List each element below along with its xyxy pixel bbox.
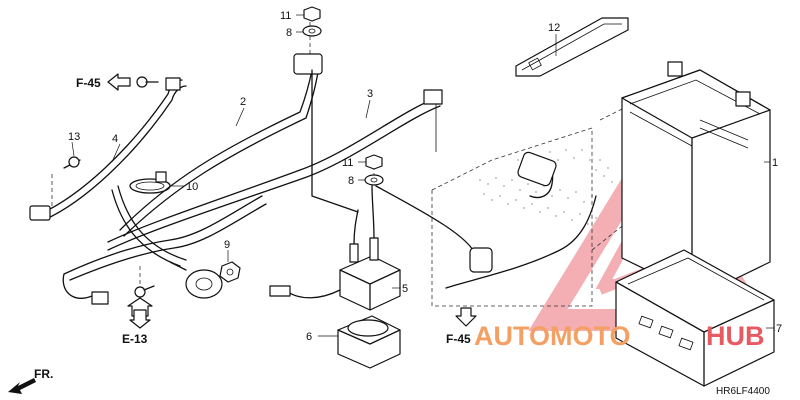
watermark-text-hub: HUB xyxy=(706,321,765,351)
bolt-13 xyxy=(63,156,81,169)
nut-9 xyxy=(219,261,241,283)
callout-11-mid: 11 xyxy=(342,157,353,169)
watermark-text-automoto: AUTOMOTO xyxy=(474,321,631,351)
ref-front: FR. xyxy=(34,367,53,381)
callout-1: 1 xyxy=(772,157,778,169)
callout-6: 6 xyxy=(306,331,312,343)
positive-cable-boot xyxy=(517,151,557,187)
callout-8-mid: 8 xyxy=(348,175,354,187)
relay-cables xyxy=(311,69,597,289)
cable-4-terminal xyxy=(29,205,51,221)
cable-2 xyxy=(119,53,323,237)
relay-cable-boot xyxy=(469,247,493,273)
callout-7: 7 xyxy=(776,323,782,335)
ref-f45-left: F-45 xyxy=(76,76,101,90)
leader-lines xyxy=(71,14,774,337)
cable-4-clip xyxy=(165,77,181,91)
arrow-left-f45 xyxy=(107,73,131,91)
cable-band xyxy=(129,171,171,194)
harness-3 xyxy=(107,89,443,251)
cable-boot-top xyxy=(293,53,323,75)
washer-8-top xyxy=(302,25,322,37)
ref-e13: E-13 xyxy=(122,332,148,346)
relay-cover xyxy=(337,315,401,369)
bolt-upper-left xyxy=(136,76,159,88)
lower-terminal xyxy=(91,291,109,305)
washer-8-mid xyxy=(364,174,384,186)
bolt-lower-left xyxy=(134,285,155,298)
arrow-down-e13-fix xyxy=(129,309,151,329)
callout-5: 5 xyxy=(402,283,408,295)
relay-connector xyxy=(269,285,291,297)
front-arrow-icon xyxy=(8,378,36,394)
lower-harness xyxy=(62,185,267,305)
arrow-down-f45 xyxy=(455,307,477,327)
callout-9: 9 xyxy=(224,239,230,251)
battery-tray xyxy=(615,249,775,387)
battery-terminal-negative xyxy=(667,61,683,77)
callout-12: 12 xyxy=(548,22,560,34)
callout-11-top: 11 xyxy=(280,10,291,22)
ref-f45-bottom: F-45 xyxy=(446,332,471,346)
callout-4: 4 xyxy=(112,133,118,145)
battery-terminal-positive xyxy=(735,91,751,107)
callout-2: 2 xyxy=(240,96,246,108)
callout-3: 3 xyxy=(367,88,373,100)
callout-13: 13 xyxy=(68,131,80,143)
starter-relay xyxy=(269,185,401,311)
battery-strap xyxy=(515,17,629,77)
main-fuse-terminal xyxy=(169,261,223,299)
callout-8-top: 8 xyxy=(286,27,292,39)
callout-10: 10 xyxy=(186,181,198,193)
battery xyxy=(621,61,771,297)
harness-clip-3 xyxy=(423,89,443,105)
cable-4 xyxy=(29,77,187,221)
drawing-code: HR6LF4400 xyxy=(716,386,770,397)
nut-11-mid xyxy=(365,154,383,170)
nut-11-top xyxy=(303,6,321,22)
